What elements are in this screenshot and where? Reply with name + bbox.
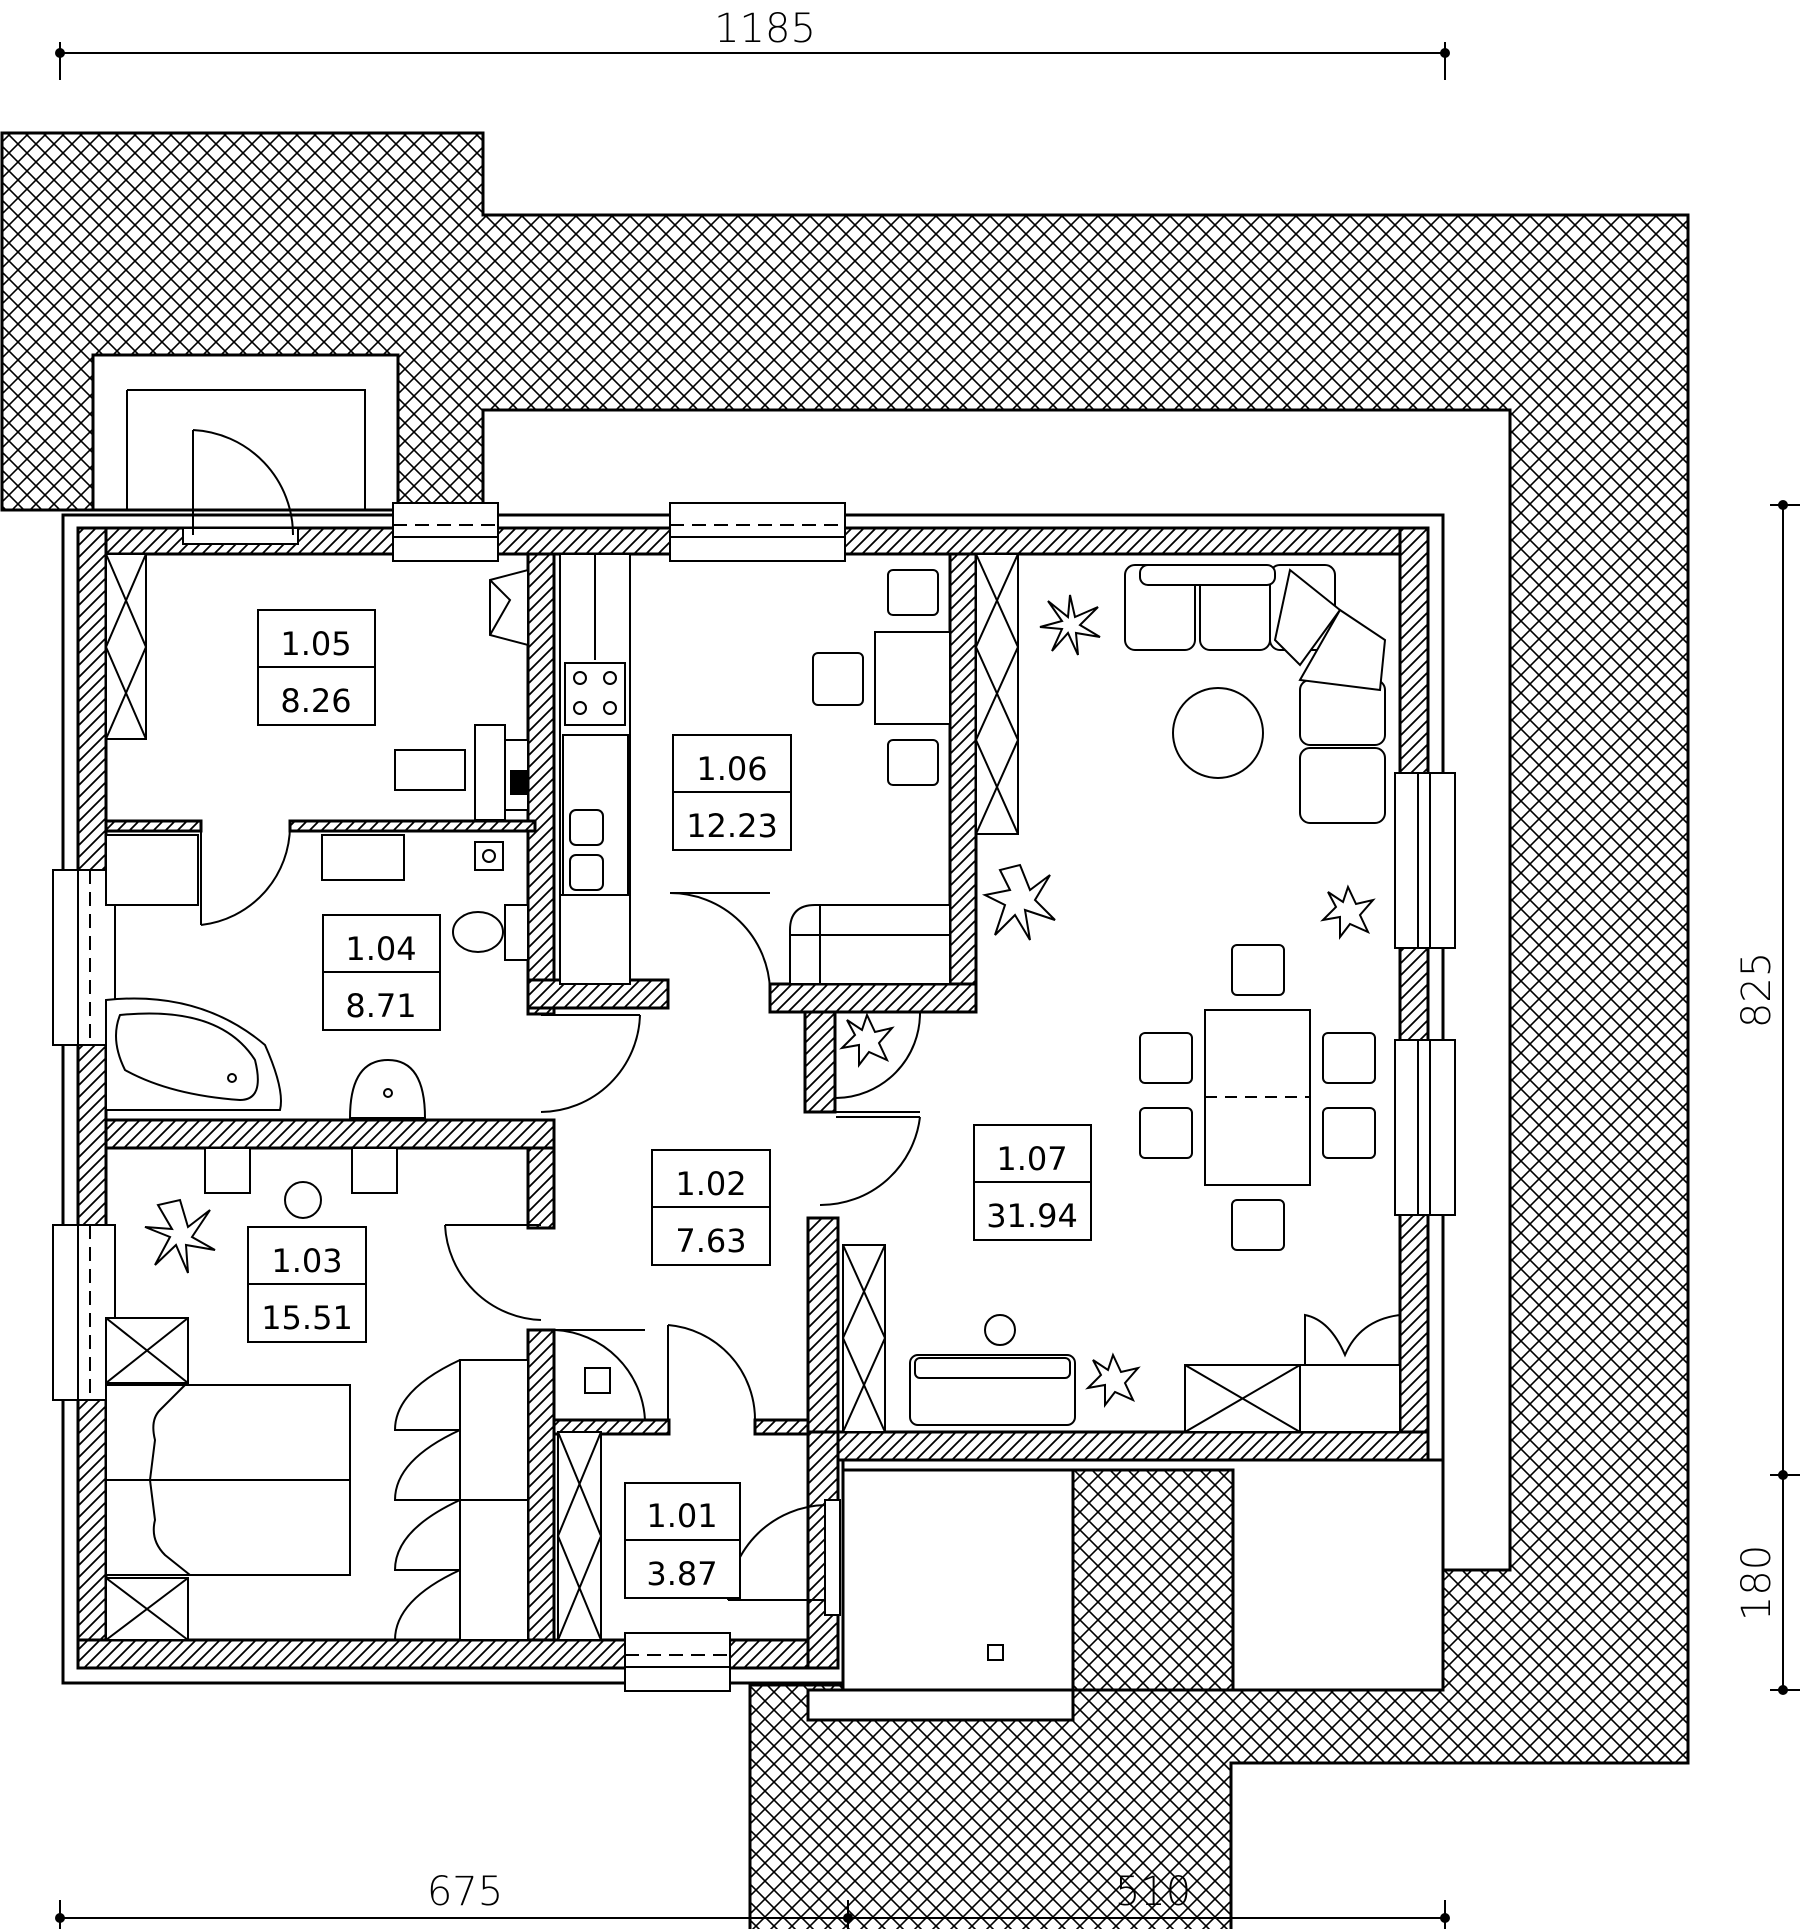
- furniture: [104, 553, 1401, 1661]
- room-label-104: 1.04 8.71: [322, 914, 441, 1031]
- room-number: 1.06: [696, 750, 767, 788]
- plant-icon: [1039, 594, 1101, 656]
- room-label-105: 1.05 8.26: [257, 609, 376, 726]
- window-top-2: [669, 502, 846, 562]
- dimension-label-upper: 825: [1734, 952, 1780, 1028]
- door-entry-top: [182, 429, 299, 545]
- plant-icon: [981, 863, 1056, 941]
- room-area: 15.51: [261, 1299, 353, 1337]
- bench-106: [789, 904, 951, 985]
- room-area: 8.26: [280, 682, 351, 720]
- room-number: 1.02: [675, 1165, 746, 1203]
- plant-icon: [839, 1012, 895, 1068]
- dining-set-107: [1139, 944, 1376, 1251]
- wardrobe-103: [393, 1359, 529, 1641]
- room-number: 1.04: [345, 930, 416, 968]
- room-area: 7.63: [675, 1222, 746, 1260]
- room-label-101: 1.01 3.87: [624, 1482, 741, 1599]
- door-101: [667, 1324, 757, 1421]
- plant-icon: [1085, 1352, 1141, 1408]
- windows: [52, 502, 1456, 1692]
- fireplace: [1184, 1313, 1401, 1433]
- tv-bench: [841, 1244, 887, 1433]
- door-104-hall: [540, 1014, 641, 1113]
- cabinet-107: [974, 553, 1020, 835]
- bed: [105, 1384, 351, 1576]
- dimension-label-right: 510: [1115, 1869, 1191, 1915]
- room-area: 3.87: [646, 1555, 717, 1593]
- plant-icon: [1320, 884, 1376, 940]
- floor-drain: [987, 1644, 1004, 1661]
- boiler: [474, 841, 504, 871]
- window-left-2: [52, 1224, 116, 1401]
- toilet-104: [452, 904, 529, 961]
- boiler-wc: [584, 1367, 611, 1394]
- sofa: [1124, 564, 1387, 824]
- room-area: 12.23: [686, 807, 778, 845]
- room-area: 31.94: [986, 1197, 1078, 1235]
- dimension-top: 1185: [55, 6, 1450, 80]
- window-bottom: [624, 1632, 731, 1692]
- room-number: 1.01: [646, 1497, 717, 1535]
- room-label-106: 1.06 12.23: [672, 734, 792, 851]
- bathtub: [105, 997, 282, 1111]
- kitchen-counter: [559, 553, 631, 985]
- window-right-1: [1394, 772, 1456, 949]
- door-wc: [554, 1329, 646, 1421]
- daybed: [909, 1354, 1076, 1426]
- sink-104: [348, 1058, 427, 1119]
- washing-machine: [489, 568, 529, 647]
- dimension-label-left: 675: [427, 1869, 503, 1915]
- desk-105: [394, 724, 529, 821]
- dimension-right: 825 180: [1734, 500, 1800, 1695]
- door-104: [200, 825, 291, 926]
- nightstands: [204, 1147, 398, 1219]
- window-left-1: [52, 869, 116, 1046]
- dimension-bottom: 675 510: [55, 1869, 1450, 1929]
- window-top-1: [392, 502, 499, 562]
- window-right-2: [1394, 1039, 1456, 1216]
- plant-icon: [144, 1198, 216, 1274]
- room-number: 1.05: [280, 625, 351, 663]
- door-107-lower: [819, 1116, 921, 1207]
- room-labels: 1.01 3.87 1.02 7.63 1.03 15.51 1.04 8.71…: [247, 609, 1092, 1599]
- door-106: [669, 892, 771, 991]
- door-103: [444, 1224, 542, 1321]
- wardrobe-105: [104, 553, 148, 740]
- wardrobe-101: [556, 1431, 603, 1641]
- room-label-102: 1.02 7.63: [651, 1149, 771, 1266]
- terrace: [0, 131, 1690, 1929]
- room-area: 8.71: [345, 987, 416, 1025]
- dining-set-106: [812, 569, 951, 786]
- room-label-103: 1.03 15.51: [247, 1226, 367, 1343]
- lamp: [984, 1314, 1016, 1346]
- coffee-table: [1172, 687, 1264, 779]
- dimension-label-total: 1185: [714, 6, 816, 52]
- room-number: 1.03: [271, 1242, 342, 1280]
- room-number: 1.07: [996, 1140, 1067, 1178]
- cabinet-104: [105, 834, 405, 906]
- room-label-107: 1.07 31.94: [973, 1124, 1092, 1241]
- bed-storage: [105, 1317, 189, 1641]
- door-107-upper: [835, 1011, 922, 1113]
- dimension-label-lower: 180: [1734, 1545, 1780, 1621]
